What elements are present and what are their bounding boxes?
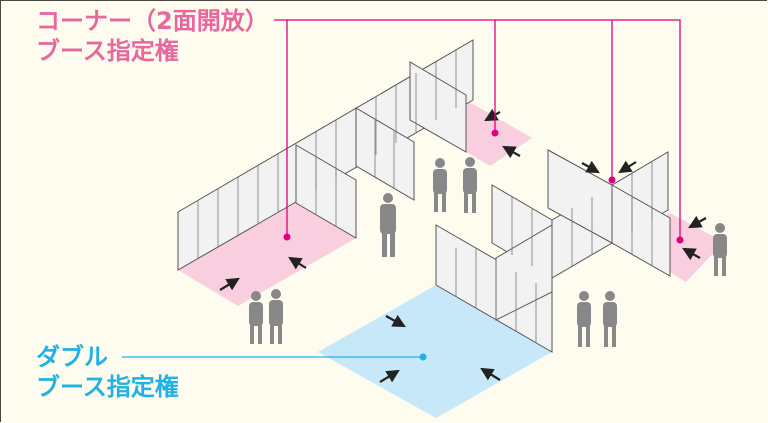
corner-booth-label: コーナー（2面開放） ブース指定権 (36, 6, 269, 66)
double-label-line2: ブース指定権 (36, 373, 179, 401)
person-icon (603, 291, 617, 347)
arrow-icon (480, 367, 501, 381)
double-leader-dot (419, 353, 427, 361)
person-icon (713, 223, 727, 276)
arrow-icon (288, 256, 307, 270)
arrow-icon (219, 277, 240, 291)
visitor-figures (249, 157, 727, 347)
corner-leader-dots (283, 129, 684, 244)
person-icon (577, 291, 591, 347)
person-icon (433, 158, 447, 212)
double-booth-label: ダブル ブース指定権 (36, 342, 179, 402)
corner-booth-floor-top (466, 100, 532, 166)
entrance-arrows (219, 108, 707, 383)
corner-label-line1: コーナー（2面開放） (36, 7, 269, 35)
arrow-icon (379, 369, 400, 383)
corner-booth-floor-left (178, 203, 356, 306)
person-icon (380, 193, 396, 257)
arrow-icon (385, 314, 406, 328)
corner-leader-lines (274, 19, 681, 240)
corner-label-line2: ブース指定権 (36, 37, 179, 65)
person-icon (463, 157, 477, 213)
arrow-icon (484, 108, 501, 122)
partition-walls (177, 39, 671, 353)
panel-lines (197, 50, 653, 343)
arrow-icon (682, 247, 701, 261)
double-label-line1: ダブル (36, 343, 108, 371)
corner-booth-floor-right (660, 212, 724, 282)
arrow-icon (502, 145, 521, 159)
person-icon (269, 289, 283, 344)
person-icon (249, 291, 263, 344)
arrow-icon (581, 160, 600, 174)
arrow-icon (618, 160, 637, 174)
arrow-icon (688, 215, 707, 229)
